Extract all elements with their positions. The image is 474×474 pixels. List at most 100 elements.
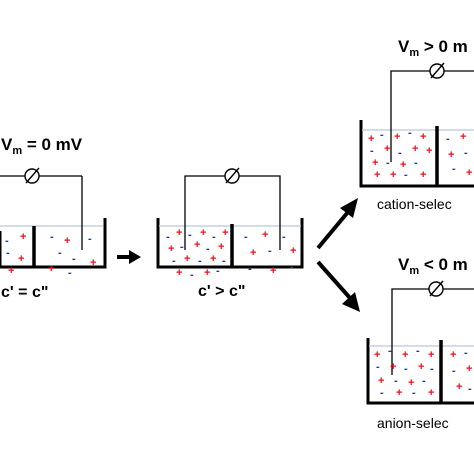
anion-symbol: -: [388, 345, 392, 357]
anion-symbol: -: [452, 163, 456, 175]
cation-symbol: +: [8, 265, 14, 277]
anion-symbol: -: [370, 145, 374, 157]
anion-symbol: -: [386, 157, 390, 169]
anion-symbol: -: [222, 255, 226, 267]
arrow-up-right: [316, 198, 358, 250]
cation-symbol: +: [64, 235, 70, 247]
voltmeter-icon: [224, 167, 240, 184]
anion-symbol: -: [452, 365, 456, 377]
anion-symbol: -: [206, 243, 210, 255]
anion-symbol: -: [416, 345, 420, 357]
anion-symbol: -: [404, 169, 408, 181]
cation-symbol: +: [408, 377, 414, 389]
cation-symbol: +: [168, 243, 174, 255]
cation-symbol: +: [184, 253, 190, 265]
cation-symbol: +: [372, 157, 378, 169]
cation-selective-caption: cation-selec: [377, 196, 452, 212]
cation-symbol: +: [428, 387, 434, 399]
cation-symbol: +: [218, 241, 224, 253]
anion-symbol: -: [244, 231, 248, 243]
vm-positive-label: Vm > 0 m: [398, 37, 468, 59]
cation-symbol: +: [176, 227, 182, 239]
wire-4: [391, 288, 474, 375]
arrow-down-right: [316, 260, 360, 312]
ions-container-1: -+-++-+--+-+-: [5, 231, 96, 279]
cation-symbol: +: [250, 247, 256, 259]
cation-symbol: +: [210, 253, 216, 265]
vm-zero-label: Vm = 0 mV: [1, 135, 83, 157]
anion-symbol: -: [68, 267, 72, 279]
cation-symbol: +: [378, 375, 384, 387]
anion-symbol: -: [198, 255, 202, 267]
anion-symbol: -: [172, 255, 176, 267]
vm-negative-label: Vm < 0 m: [398, 255, 468, 277]
anion-symbol: -: [430, 363, 434, 375]
cation-symbol: +: [374, 169, 380, 181]
cation-symbol: +: [222, 227, 228, 239]
anion-symbol: -: [248, 263, 252, 275]
concentration-equal-label: c' = c": [1, 284, 48, 301]
cation-symbol: +: [420, 169, 426, 181]
cation-symbol: +: [200, 227, 206, 239]
anion-symbol: -: [464, 147, 468, 159]
cation-symbol: +: [48, 263, 54, 275]
cation-symbol: +: [466, 363, 472, 375]
anion-symbol: -: [5, 235, 9, 247]
ions-container-2: -+-+-++-+-+-+-+-+-+--+-+-+-+-: [166, 227, 296, 281]
anion-symbol: -: [72, 253, 76, 265]
container-greater: c' > c" -+-+-++-+-+-+-+-+-+--+-+-+-+-: [156, 167, 304, 300]
cation-symbol: +: [400, 159, 406, 171]
anion-symbol: -: [376, 361, 380, 373]
anion-symbol: -: [6, 247, 10, 259]
cation-symbol: +: [368, 133, 374, 145]
cation-symbol: +: [20, 231, 26, 243]
anion-symbol: -: [190, 269, 194, 281]
beaker-2: [156, 218, 304, 269]
anion-symbol: -: [290, 261, 294, 273]
cation-symbol: +: [390, 169, 396, 181]
anion-symbol: -: [380, 387, 384, 399]
anion-symbol: -: [180, 241, 184, 253]
cation-symbol: +: [412, 143, 418, 155]
anion-symbol: -: [394, 375, 398, 387]
container-cation-selective: Vm > 0 m cation-selec +-+-+-+-+++-+-++-+…: [359, 37, 474, 212]
cation-symbol: +: [428, 349, 434, 361]
cation-symbol: +: [384, 143, 390, 155]
cation-symbol: +: [262, 229, 268, 241]
cation-symbol: +: [448, 149, 454, 161]
anion-symbol: -: [404, 363, 408, 375]
anion-symbol: -: [188, 229, 192, 241]
ions-container-3: +-+-+-+-+++-+-++-+-++--+: [368, 127, 472, 181]
cation-symbol: +: [290, 245, 296, 257]
cation-symbol: +: [420, 131, 426, 143]
wire-3: [390, 70, 474, 162]
cation-symbol: +: [426, 145, 432, 157]
arrow-right: [117, 250, 141, 264]
cation-symbol: +: [460, 131, 466, 143]
container-anion-selective: Vm < 0 m anion-selec +-+-+-+-+-+-+--+-++…: [366, 255, 474, 431]
anion-symbol: -: [268, 245, 272, 257]
anion-symbol: -: [412, 387, 416, 399]
anion-symbol: -: [398, 147, 402, 159]
cation-symbol: +: [374, 349, 380, 361]
cation-symbol: +: [394, 131, 400, 143]
voltmeter-icon: [429, 62, 445, 79]
cation-symbol: +: [194, 239, 200, 251]
anion-symbol: -: [88, 233, 92, 245]
cation-symbol: +: [176, 267, 182, 279]
anion-symbol: -: [216, 265, 220, 277]
voltmeter-icon: [24, 167, 40, 184]
anion-symbol: -: [50, 231, 54, 243]
anion-symbol: -: [166, 231, 170, 243]
anion-symbol: -: [380, 129, 384, 141]
cation-symbol: +: [456, 381, 462, 393]
anion-symbol: -: [212, 231, 216, 243]
anion-symbol: -: [282, 231, 286, 243]
cation-symbol: +: [450, 349, 456, 361]
anion-symbol: -: [414, 157, 418, 169]
container-equal: Vm = 0 mV c' = c" -+-++-+--+-+-: [0, 135, 107, 301]
anion-symbol: -: [58, 247, 62, 259]
anion-selective-caption: anion-selec: [377, 415, 449, 431]
anion-symbol: -: [408, 127, 412, 139]
